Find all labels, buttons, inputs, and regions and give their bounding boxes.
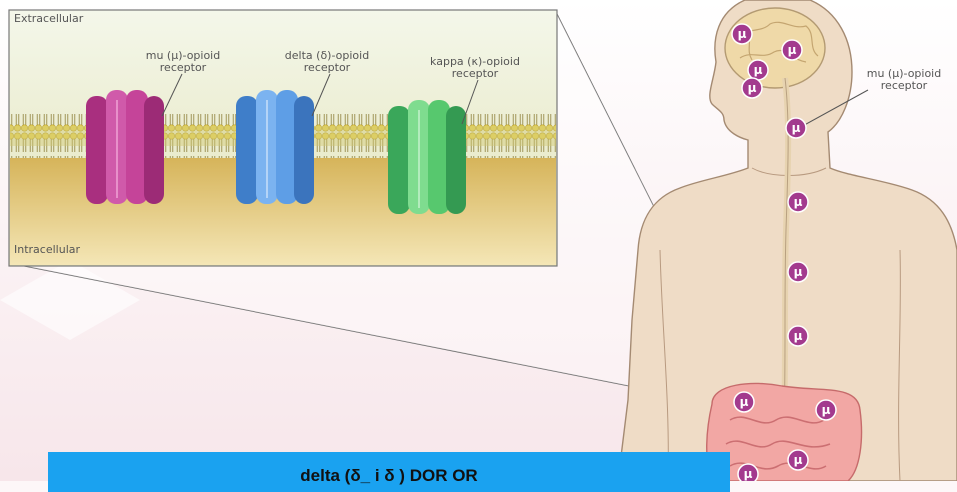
mu-marker-symbol: µ xyxy=(794,195,803,209)
body-callout-line2: receptor xyxy=(852,80,956,92)
brain xyxy=(725,8,825,88)
mu-marker-symbol: µ xyxy=(792,121,801,135)
mu-marker-symbol: µ xyxy=(744,467,753,481)
intracellular-label: Intracellular xyxy=(14,243,80,256)
kappa-receptor-label: kappa (κ)-opioid receptor xyxy=(400,56,550,80)
delta-receptor-label-line2: receptor xyxy=(262,62,392,74)
delta-receptor-label: delta (δ)-opioid receptor xyxy=(262,50,392,74)
mu-receptor xyxy=(86,90,164,204)
mu-marker-symbol: µ xyxy=(794,453,803,467)
mu-marker-symbol: µ xyxy=(794,265,803,279)
mu-marker-symbol: µ xyxy=(754,63,763,77)
mu-marker-symbol: µ xyxy=(794,329,803,343)
extracellular-label: Extracellular xyxy=(14,12,83,25)
body-callout-label: mu (µ)-opioid receptor xyxy=(852,68,956,92)
mu-marker-symbol: µ xyxy=(738,27,747,41)
mu-marker-symbol: µ xyxy=(822,403,831,417)
kappa-receptor xyxy=(388,100,466,214)
mu-marker-symbol: µ xyxy=(788,43,797,57)
kappa-receptor-label-line2: receptor xyxy=(400,68,550,80)
delta-receptor xyxy=(236,90,314,204)
mu-receptor-label-line2: receptor xyxy=(118,62,248,74)
mu-receptor-label: mu (µ)-opioid receptor xyxy=(118,50,248,74)
mu-marker-symbol: µ xyxy=(748,81,757,95)
mu-marker-symbol: µ xyxy=(740,395,749,409)
caption-banner: delta (δ_ i δ ) DOR OR xyxy=(48,452,730,492)
